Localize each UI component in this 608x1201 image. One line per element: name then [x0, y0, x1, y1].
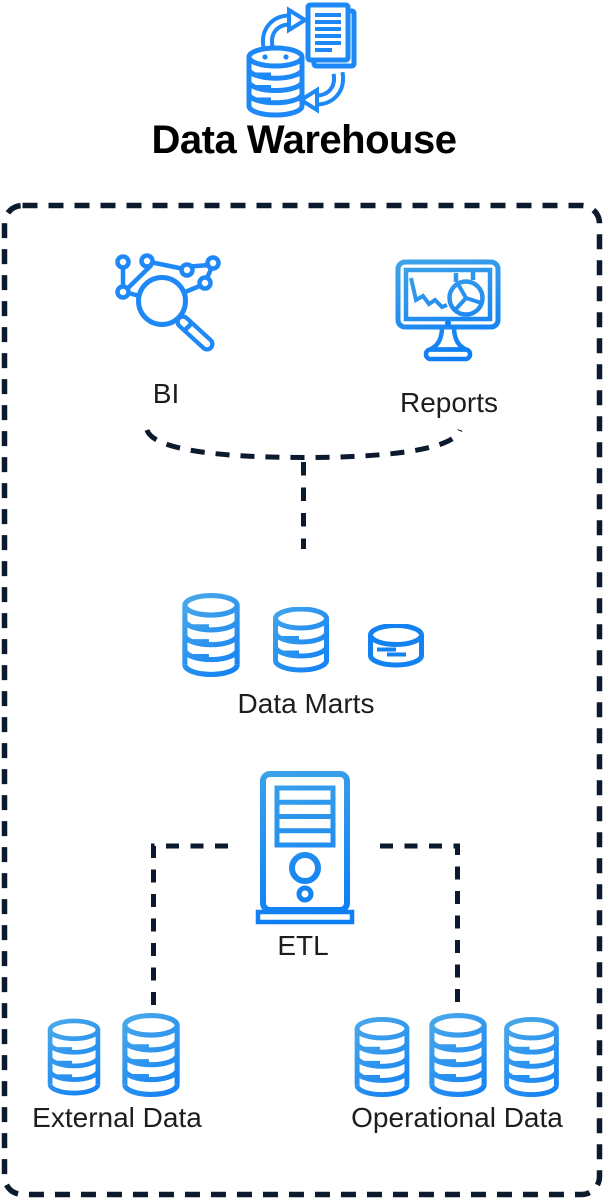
operational-database-3-icon: [498, 1016, 565, 1098]
database-small-icon: [363, 624, 429, 668]
operational-data-label: Operational Data: [351, 1102, 563, 1133]
etl-label: ETL: [277, 930, 329, 961]
database-medium-icon: [268, 607, 334, 673]
server-tower-icon: [255, 771, 355, 925]
external-data-label: External Data: [32, 1102, 202, 1133]
boundary-dashed-box: [1, 202, 603, 1198]
network-magnifier-icon: [115, 253, 221, 352]
data-marts-label: Data Marts: [237, 688, 375, 719]
page-title: Data Warehouse: [151, 118, 457, 162]
connector-brace-bi-reports: [144, 428, 463, 461]
connector-etl-operational: [380, 843, 460, 1012]
monitor-charts-icon: [395, 259, 501, 362]
external-database-2-icon: [118, 1012, 184, 1098]
external-database-1-icon: [44, 1016, 104, 1098]
operational-database-1-icon: [349, 1016, 415, 1098]
connector-etl-external: [151, 843, 228, 1013]
bi-label: BI: [152, 378, 180, 409]
operational-database-2-icon: [424, 1012, 492, 1098]
database-sync-icon: [246, 2, 357, 118]
database-large-icon: [175, 592, 247, 678]
reports-label: Reports: [399, 387, 499, 418]
